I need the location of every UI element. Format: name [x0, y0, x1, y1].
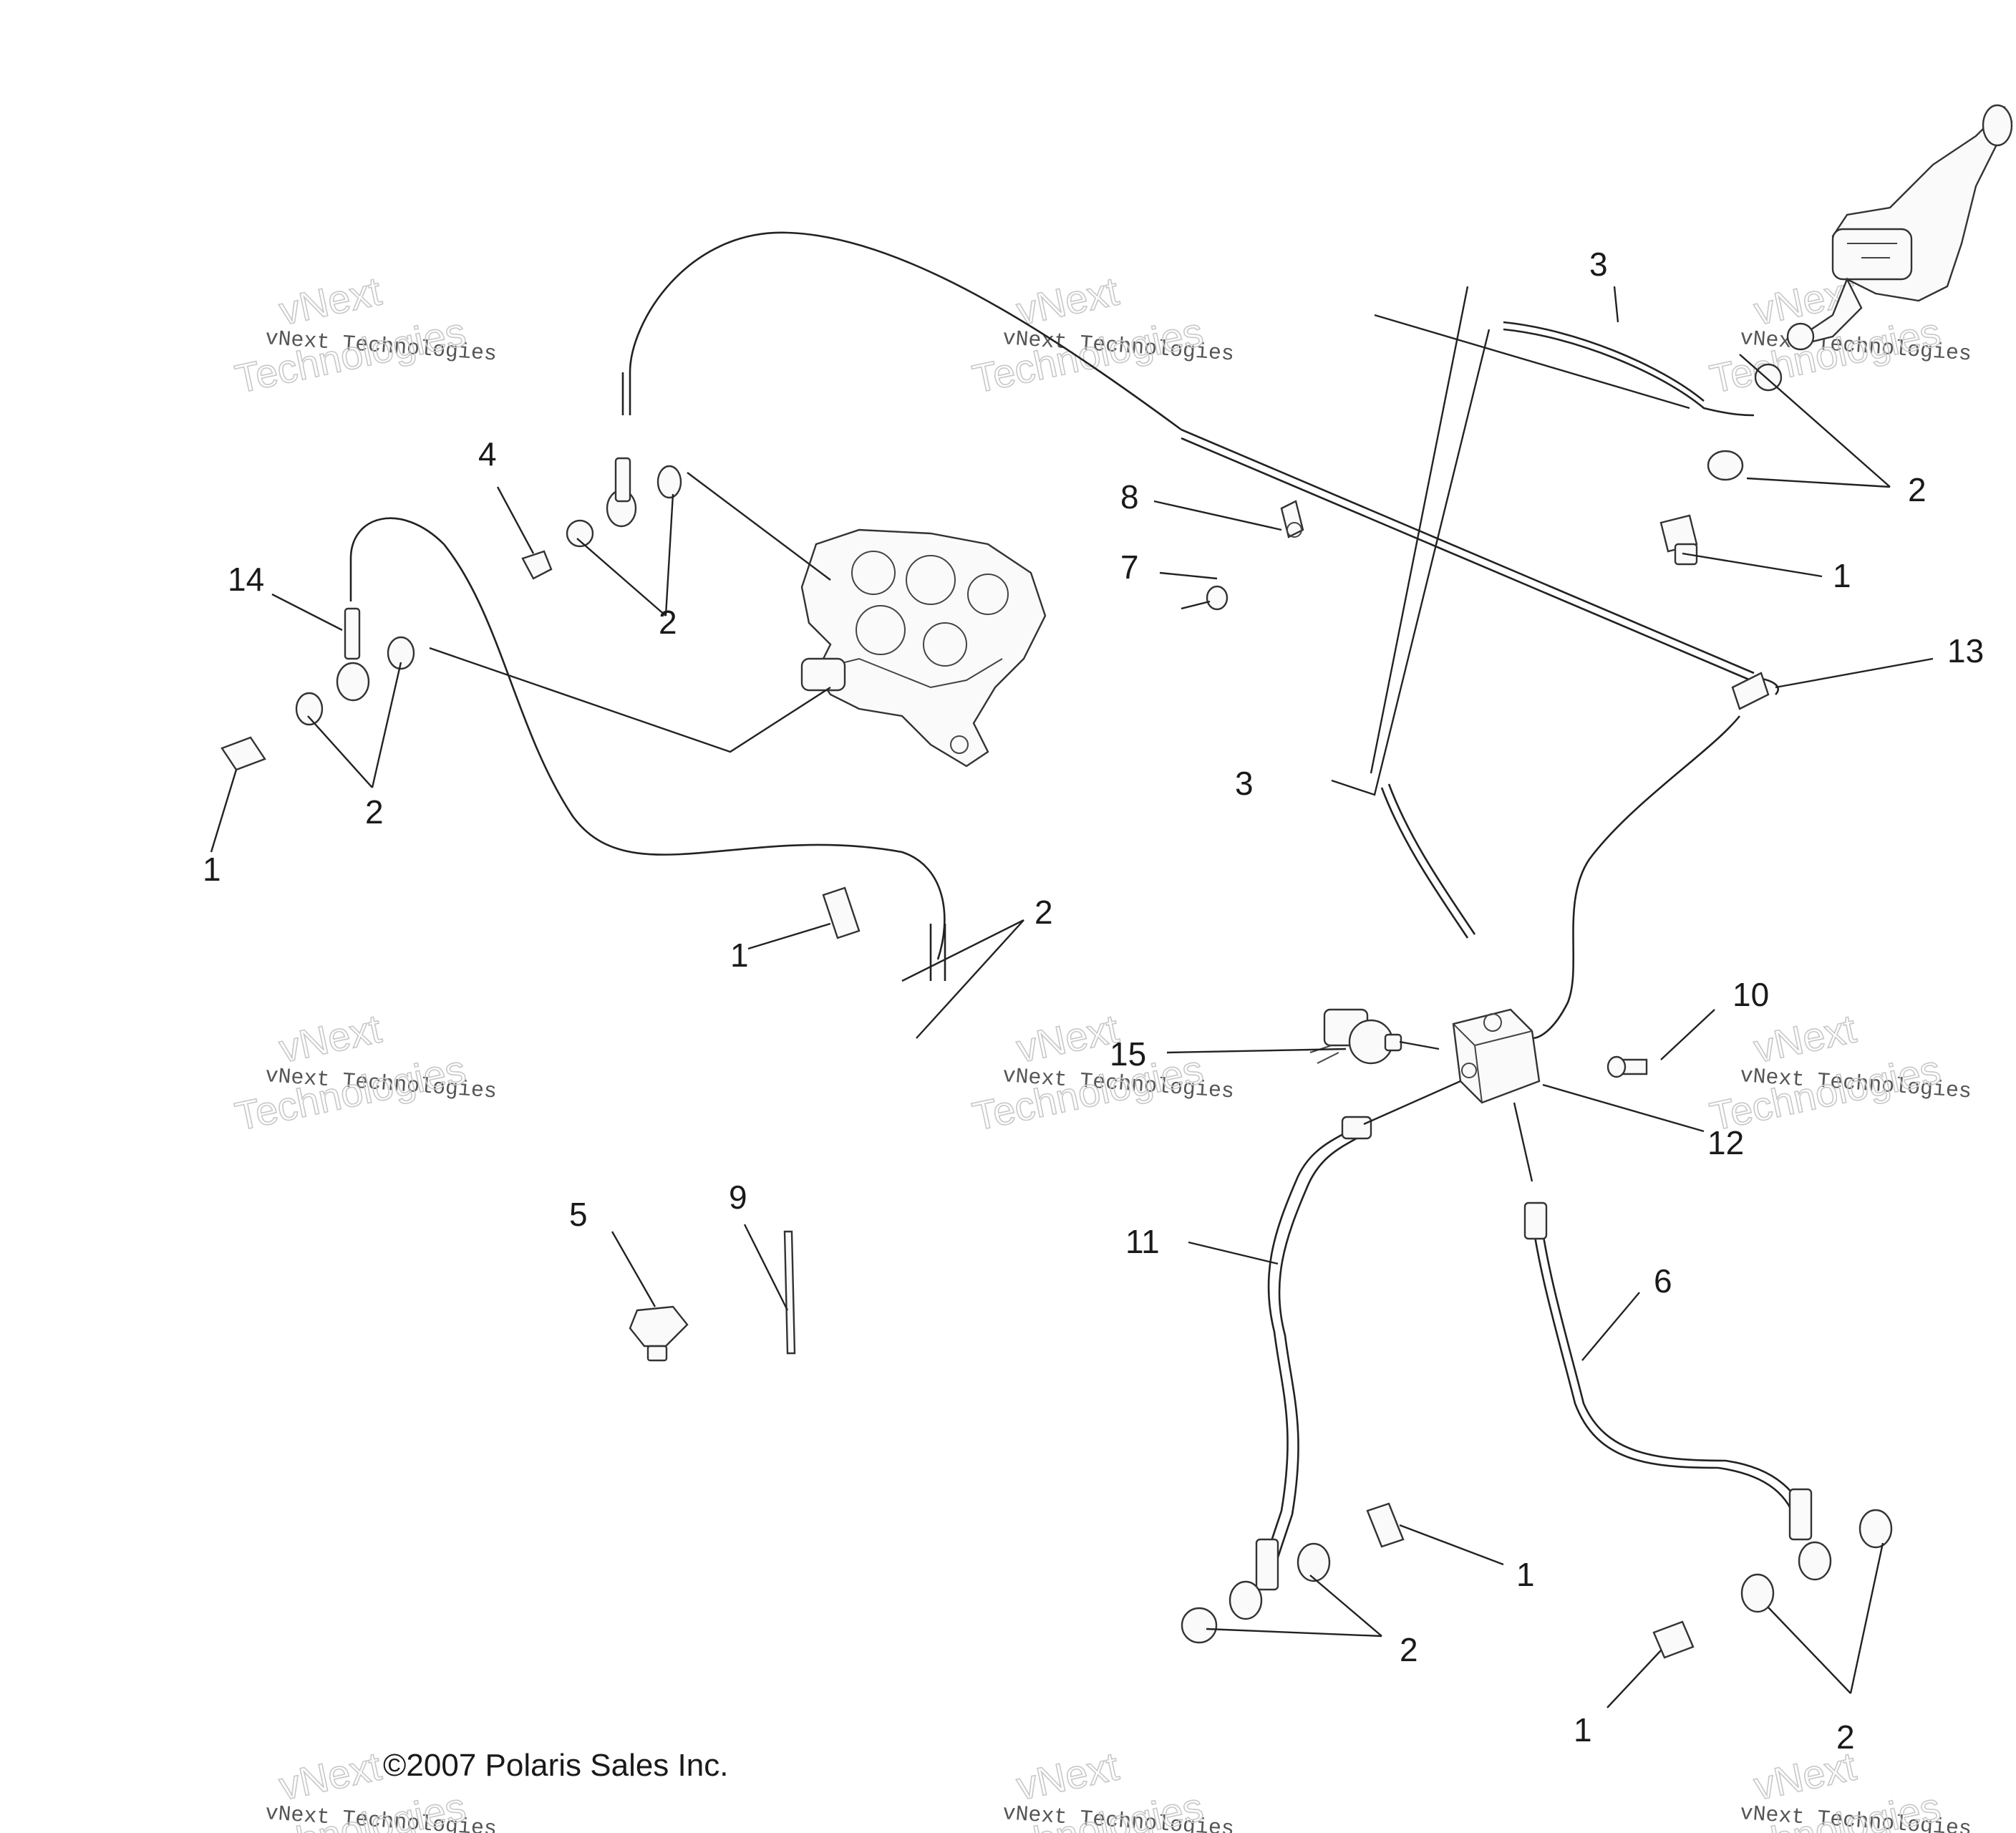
leader-lines: [210, 286, 1934, 1708]
svg-text:vNext: vNext: [1013, 1005, 1123, 1070]
svg-text:Technologies: Technologies: [231, 309, 470, 402]
callout-2: 2: [1400, 1631, 1418, 1668]
callout-15: 15: [1110, 1035, 1146, 1073]
watermark: vNext vNext Technologies Technologies: [968, 1005, 1235, 1140]
watermark: vNext vNext Technologies Technologies: [1705, 1005, 1972, 1140]
watermark: vNext vNext Technologies Technologies: [968, 268, 1235, 402]
callout-2: 2: [1034, 894, 1053, 931]
svg-text:Technologies: Technologies: [231, 1046, 470, 1139]
callout-5: 5: [569, 1196, 588, 1233]
watermark: vNext vNext Technologies Technologies: [231, 268, 498, 402]
callout-1: 1: [1516, 1556, 1535, 1593]
callout-2: 2: [659, 604, 677, 641]
svg-text:vNext: vNext: [276, 1743, 386, 1808]
svg-text:vNext: vNext: [276, 268, 386, 333]
callout-1: 1: [1833, 557, 1851, 594]
callout-9: 9: [729, 1179, 747, 1216]
svg-text:vNext: vNext: [1750, 1005, 1861, 1070]
callout-1: 1: [730, 937, 749, 974]
brake-distribution-block: [1452, 1008, 1541, 1104]
svg-text:Technologies: Technologies: [969, 1046, 1207, 1139]
brake-light-switch: [1309, 1008, 1402, 1065]
brake-caliper: [800, 528, 1047, 768]
callout-labels: 3 2 1 13 8 7 4 2 14 2 1 1 2 3 10 15 12 1…: [203, 246, 1984, 1756]
watermark: vNext vNext Technologies Technologies: [968, 1743, 1235, 1833]
svg-text:vNext: vNext: [1013, 1743, 1123, 1808]
svg-text:vNext: vNext: [1013, 268, 1123, 333]
svg-text:vNext: vNext: [276, 1005, 386, 1070]
fittings: [220, 322, 1893, 1659]
callout-3: 3: [1235, 765, 1254, 802]
copyright-notice: ©2007 Polaris Sales Inc.: [383, 1748, 728, 1783]
callout-1: 1: [203, 851, 221, 888]
callout-10: 10: [1732, 976, 1769, 1013]
callout-1: 1: [1574, 1711, 1592, 1749]
callout-6: 6: [1654, 1262, 1672, 1300]
callout-12: 12: [1707, 1124, 1744, 1161]
callout-11: 11: [1125, 1223, 1160, 1260]
callout-2: 2: [365, 793, 384, 831]
callout-14: 14: [228, 561, 264, 598]
watermark: vNext vNext Technologies Technologies: [1705, 1743, 1972, 1833]
callout-2: 2: [1836, 1718, 1855, 1756]
svg-text:Technologies: Technologies: [969, 309, 1207, 402]
callout-2: 2: [1908, 471, 1927, 508]
callout-7: 7: [1120, 548, 1139, 586]
brake-lines: [349, 231, 1809, 1580]
master-cylinder: [1802, 104, 2013, 345]
watermark: vNext vNext Technologies Technologies: [231, 1005, 498, 1140]
watermarks: vNext vNext Technologies Technologies vN…: [231, 268, 1972, 1833]
callout-13: 13: [1947, 632, 1984, 669]
callout-3: 3: [1589, 246, 1608, 283]
callout-4: 4: [478, 435, 497, 473]
callout-8: 8: [1120, 478, 1139, 516]
